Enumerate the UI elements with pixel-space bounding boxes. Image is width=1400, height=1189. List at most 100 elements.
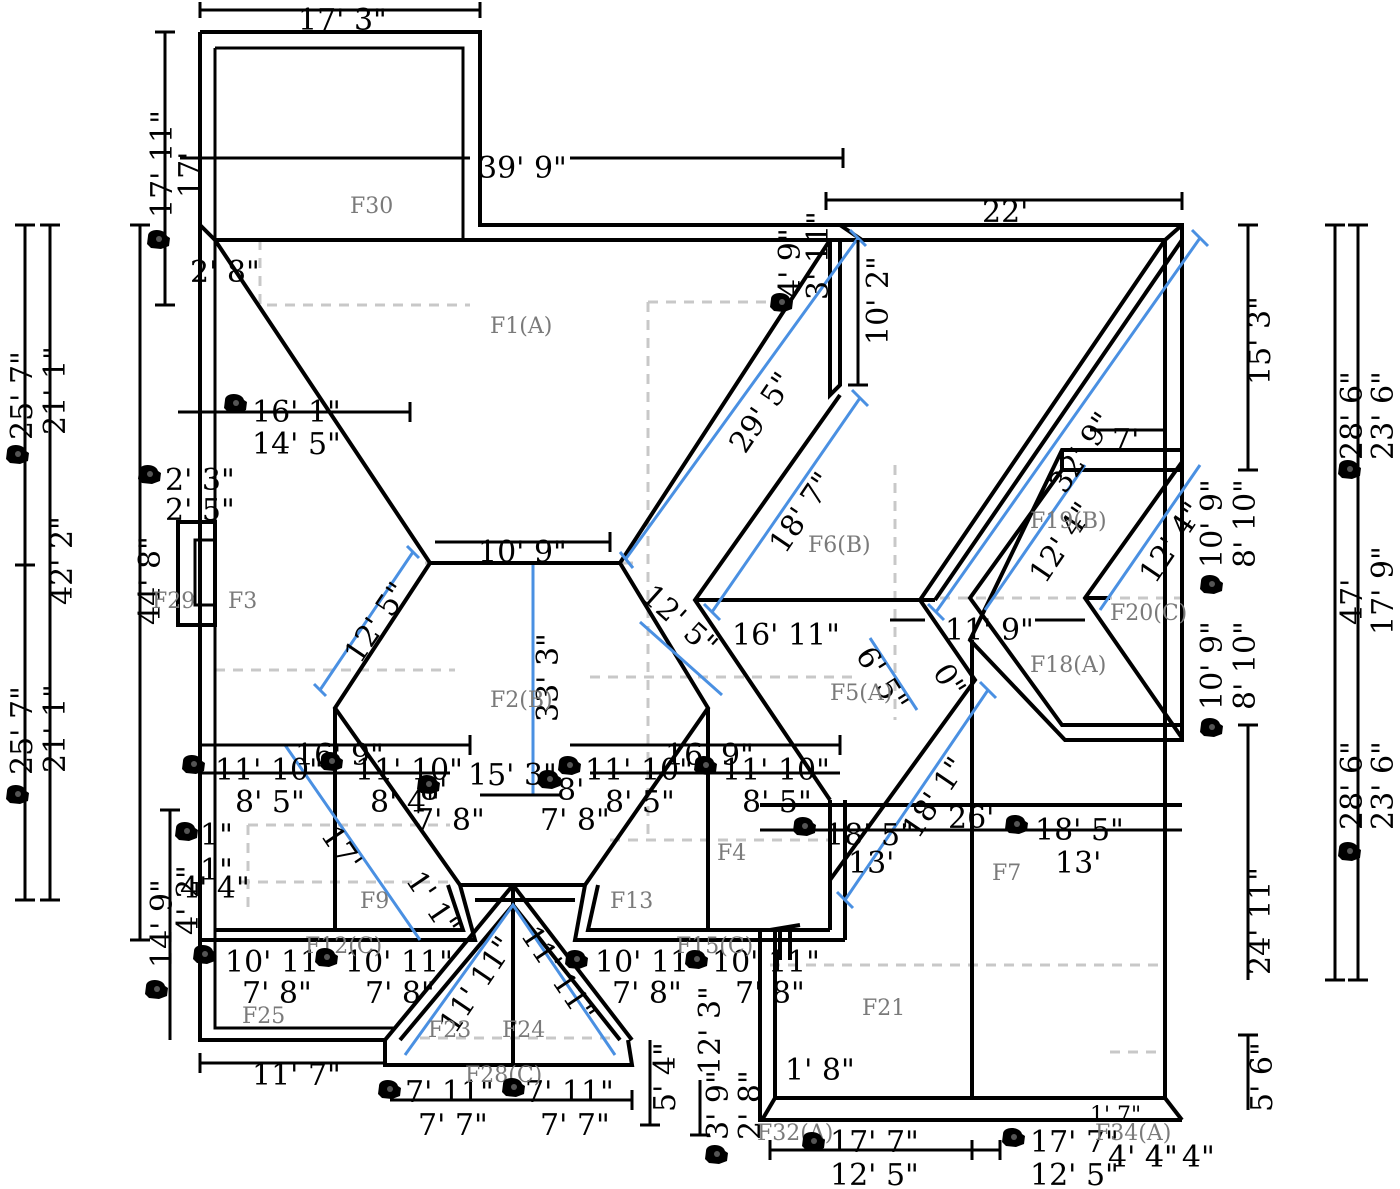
dimension-label: 17' 3" <box>298 3 387 38</box>
face-label: F21 <box>862 996 905 1021</box>
roof-outline <box>176 30 1184 1122</box>
dimension-label: 23' 6" <box>1366 371 1400 460</box>
face-label: F30 <box>350 194 393 219</box>
dimension-label: 8' 5" <box>742 785 812 820</box>
dimension-label: 21' 1" <box>38 346 73 435</box>
dimension-label: 10' 11" <box>345 945 453 980</box>
dimension-label: 17' 11" <box>145 110 180 218</box>
dimension-label: 7' 7" <box>418 1108 488 1143</box>
dimension-label: 4' 4" <box>1145 1140 1215 1175</box>
dimension-label: 11' 10" <box>722 753 830 788</box>
face-label: F18(A) <box>1030 653 1106 678</box>
dimension-label: 2' 5" <box>165 493 235 528</box>
dimension-label: 7' 8" <box>365 976 435 1011</box>
dimension-label: 12' 5" <box>338 576 417 669</box>
dimension-label: 8' 5" <box>605 785 675 820</box>
face-label: F3 <box>228 589 257 614</box>
dimension-label: 28' 6" <box>1335 371 1370 460</box>
dimension-label: 14' 5" <box>252 427 341 462</box>
dimension-label: 10' 11" <box>225 945 333 980</box>
dimension-label: 7' 11" <box>525 1075 614 1110</box>
dimension-label: 11' 11" <box>513 920 602 1029</box>
dimension-label: 7' 8" <box>612 976 682 1011</box>
dimension-label: 44' 8" <box>133 536 168 625</box>
face-label: F34(A) <box>1095 1121 1171 1146</box>
dimension-label: 7' 8" <box>540 803 610 838</box>
dimension-label: 7' 8" <box>242 976 312 1011</box>
dimension-label: 10' 11" <box>712 945 820 980</box>
dimension-label: 24' 11" <box>1243 867 1278 975</box>
face-label: F25 <box>242 1004 285 1029</box>
dimension-label: 5' 4" <box>648 1042 683 1112</box>
dimension-label: 7' 8" <box>415 803 485 838</box>
dimension-label: 25' 7" <box>5 351 40 440</box>
dimension-label: 1' 7" <box>1090 1103 1141 1128</box>
dimension-label: 3' 11" <box>801 211 836 300</box>
dimension-label: 14' 9" <box>145 879 180 968</box>
face-label: F9 <box>360 889 389 914</box>
dimension-label: 25' 7" <box>5 686 40 775</box>
ridge-lines <box>283 228 1210 1056</box>
dimension-label: 1" <box>200 853 233 888</box>
dimension-label: 2' 8" <box>190 255 260 290</box>
dimension-label: 16' 11" <box>732 618 840 653</box>
dimension-label: 4' 4" <box>180 871 250 906</box>
dimension-label: 18' 5" <box>1035 813 1124 848</box>
face-label: F7 <box>992 861 1021 886</box>
dimension-label: 29' 5" <box>723 366 802 459</box>
dimension-label: 7' 7" <box>540 1108 610 1143</box>
dimension-label: 21' 1" <box>38 684 73 773</box>
dimension-label: 17' 9" <box>1366 546 1400 635</box>
dimension-label: 10' 2" <box>861 256 896 345</box>
dimension-label: 32' 9" <box>1043 406 1122 499</box>
face-labels: F30 F1(A) F2(B) F3 F29 F4 F5(A) F6(B) F7… <box>152 194 1187 1146</box>
dimension-label: 12' 5" <box>1030 1158 1119 1189</box>
dimension-label: 4' 2" <box>171 865 206 935</box>
dimension-label: 4' 9" <box>773 228 808 298</box>
dimension-label: 47' <box>1335 579 1370 625</box>
dimension-label: 5' 6" <box>1245 1042 1280 1112</box>
dimension-label: 3' 9" <box>701 1070 736 1140</box>
dimension-label: 18' 5" <box>825 818 914 853</box>
dimension-label: 7' 8" <box>735 976 805 1011</box>
dimension-label: 16' 1" <box>252 395 341 430</box>
dimension-label: 33' 3" <box>531 633 566 722</box>
dimension-label: 7' 11" <box>405 1075 494 1110</box>
dimension-label: 10' 9" <box>1195 479 1230 568</box>
dimension-label: 7' <box>1112 423 1139 458</box>
dimension-label: 11' 9" <box>945 613 1034 648</box>
dimension-label: 22' <box>982 195 1028 230</box>
dimension-label: 4' 4" <box>1108 1140 1178 1175</box>
face-label: F23 <box>428 1018 471 1043</box>
face-label: F2(B) <box>490 688 553 713</box>
face-label: F19(B) <box>1030 509 1107 534</box>
face-label: F24 <box>502 1018 545 1043</box>
dimension-label: 26' <box>948 801 994 836</box>
dimension-label: 15' 3" <box>1243 296 1278 385</box>
dimension-label: 23' 6" <box>1366 741 1400 830</box>
dimension-label: 8' 10" <box>1228 621 1263 710</box>
dimension-label: 8' 10" <box>1228 479 1263 568</box>
dimension-label: 28' 6" <box>1335 741 1370 830</box>
face-label: F13 <box>610 889 653 914</box>
dimension-label: 11' 7" <box>252 1058 341 1093</box>
face-label: F6(B) <box>808 533 871 558</box>
dimension-label: 11' 10" <box>215 753 323 788</box>
camera-pin-icon <box>6 230 1361 1164</box>
dimension-label: 8' <box>557 773 584 808</box>
dimension-label: 13' <box>848 846 894 881</box>
face-label: F5(A) <box>830 681 892 706</box>
face-label: F4 <box>717 841 746 866</box>
dimension-label: 12' 5" <box>830 1158 919 1189</box>
dimension-label: 12' 3" <box>693 986 728 1075</box>
face-label: F29 <box>152 589 195 614</box>
face-label: F20(C) <box>1110 601 1187 626</box>
dimension-label: 6' 5" <box>848 641 915 719</box>
dimension-label: 10' 9" <box>1195 621 1230 710</box>
dimension-label: 2' 3" <box>165 463 235 498</box>
dimension-label: 17' <box>173 152 208 198</box>
dimension-label: 42' 2" <box>45 516 80 605</box>
dimension-label: 39' 9" <box>478 151 567 186</box>
dimension-label: 17' 7" <box>830 1125 919 1160</box>
